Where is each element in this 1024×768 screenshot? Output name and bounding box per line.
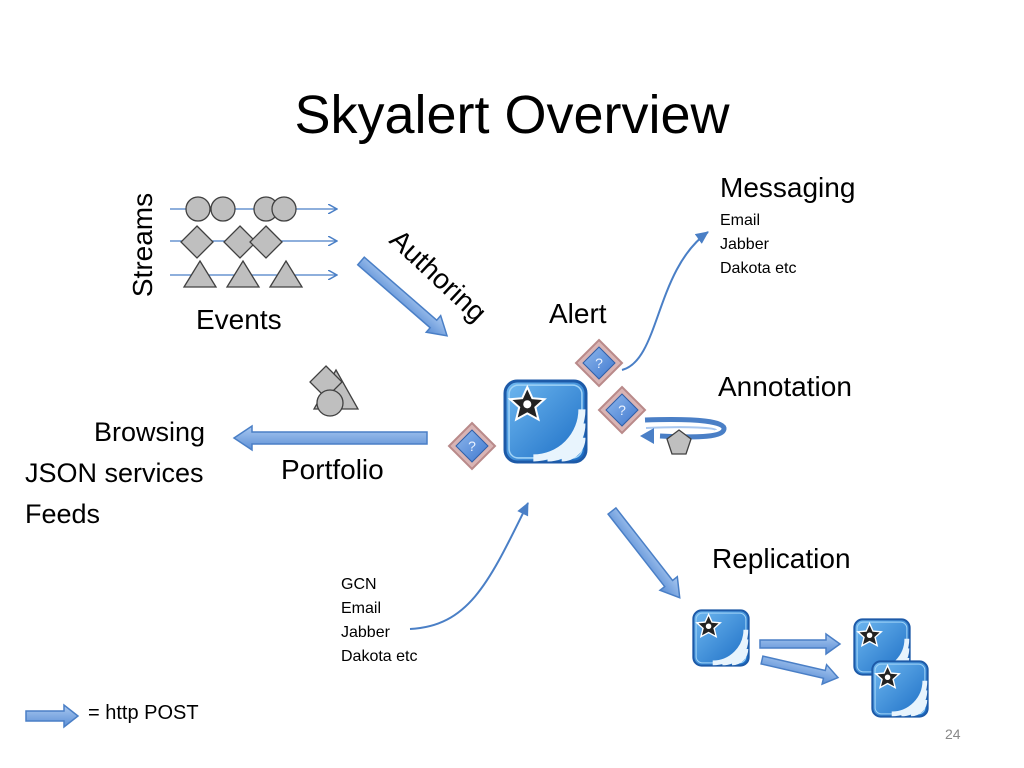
alert-to-messaging-arrow	[621, 231, 709, 371]
replication-arrow-bottom	[760, 655, 840, 686]
browsing-output: Feeds	[25, 499, 101, 529]
authoring-arrow	[356, 256, 449, 337]
alert-label: Alert	[549, 298, 607, 329]
pentagon-annotation-icon	[666, 429, 692, 455]
legend-http-post-arrow	[25, 703, 80, 729]
annotation-label: Annotation	[718, 371, 852, 402]
portfolio-shapes-icon	[309, 365, 360, 417]
query-diamond-portfolio: ?	[447, 421, 497, 471]
input-source: GCN	[341, 576, 377, 593]
query-diamond-annotation: ?	[597, 385, 647, 435]
query-diamond-messaging: ?	[574, 338, 624, 388]
diamond-event-icon	[249, 225, 283, 259]
input-source: Jabber	[341, 624, 390, 641]
circle-event-icon	[185, 196, 211, 222]
annotation-loop-arrow	[640, 416, 727, 444]
event-streams	[170, 196, 337, 288]
messaging-channel-list: Email Jabber Dakota etc	[720, 209, 796, 281]
messaging-heading: Messaging	[720, 172, 856, 203]
skyalert-replica-icon	[872, 661, 927, 716]
events-label: Events	[196, 304, 282, 335]
browsing-output: Browsing	[94, 417, 206, 447]
circle-event-icon	[271, 196, 297, 222]
triangle-event-icon	[225, 259, 261, 288]
replication-arrow-top	[759, 632, 842, 656]
input-source: Dakota etc	[341, 648, 418, 665]
skyalert-replica-source-icon	[693, 610, 748, 665]
browsing-outputs-list: Browsing JSON services Feeds	[25, 412, 205, 535]
slide-title: Skyalert Overview	[294, 85, 730, 145]
triangle-event-icon	[268, 259, 304, 288]
svg-text:?: ?	[595, 355, 603, 371]
alert-to-replication-arrow	[607, 506, 681, 599]
messaging-channel: Email	[720, 212, 761, 229]
messaging-channel: Jabber	[720, 236, 769, 253]
portfolio-to-browsing-arrow	[232, 424, 428, 452]
diamond-event-icon	[180, 225, 214, 259]
input-sources-list: GCN Email Jabber Dakota etc	[341, 573, 417, 669]
legend-label: = http POST	[88, 702, 199, 724]
diamond-event-icon	[223, 225, 257, 259]
portfolio-label: Portfolio	[281, 454, 384, 485]
svg-text:?: ?	[618, 402, 626, 418]
inputs-to-alert-arrow	[409, 502, 529, 630]
browsing-output: JSON services	[25, 458, 204, 488]
page-number: 24	[945, 726, 961, 742]
triangle-event-icon	[182, 259, 218, 288]
skyalert-main-icon	[505, 381, 586, 462]
messaging-channel: Dakota etc	[720, 260, 797, 277]
streams-label: Streams	[127, 192, 158, 298]
circle-event-icon	[210, 196, 236, 222]
input-source: Email	[341, 600, 382, 617]
replication-label: Replication	[712, 543, 851, 574]
svg-text:?: ?	[468, 438, 476, 454]
